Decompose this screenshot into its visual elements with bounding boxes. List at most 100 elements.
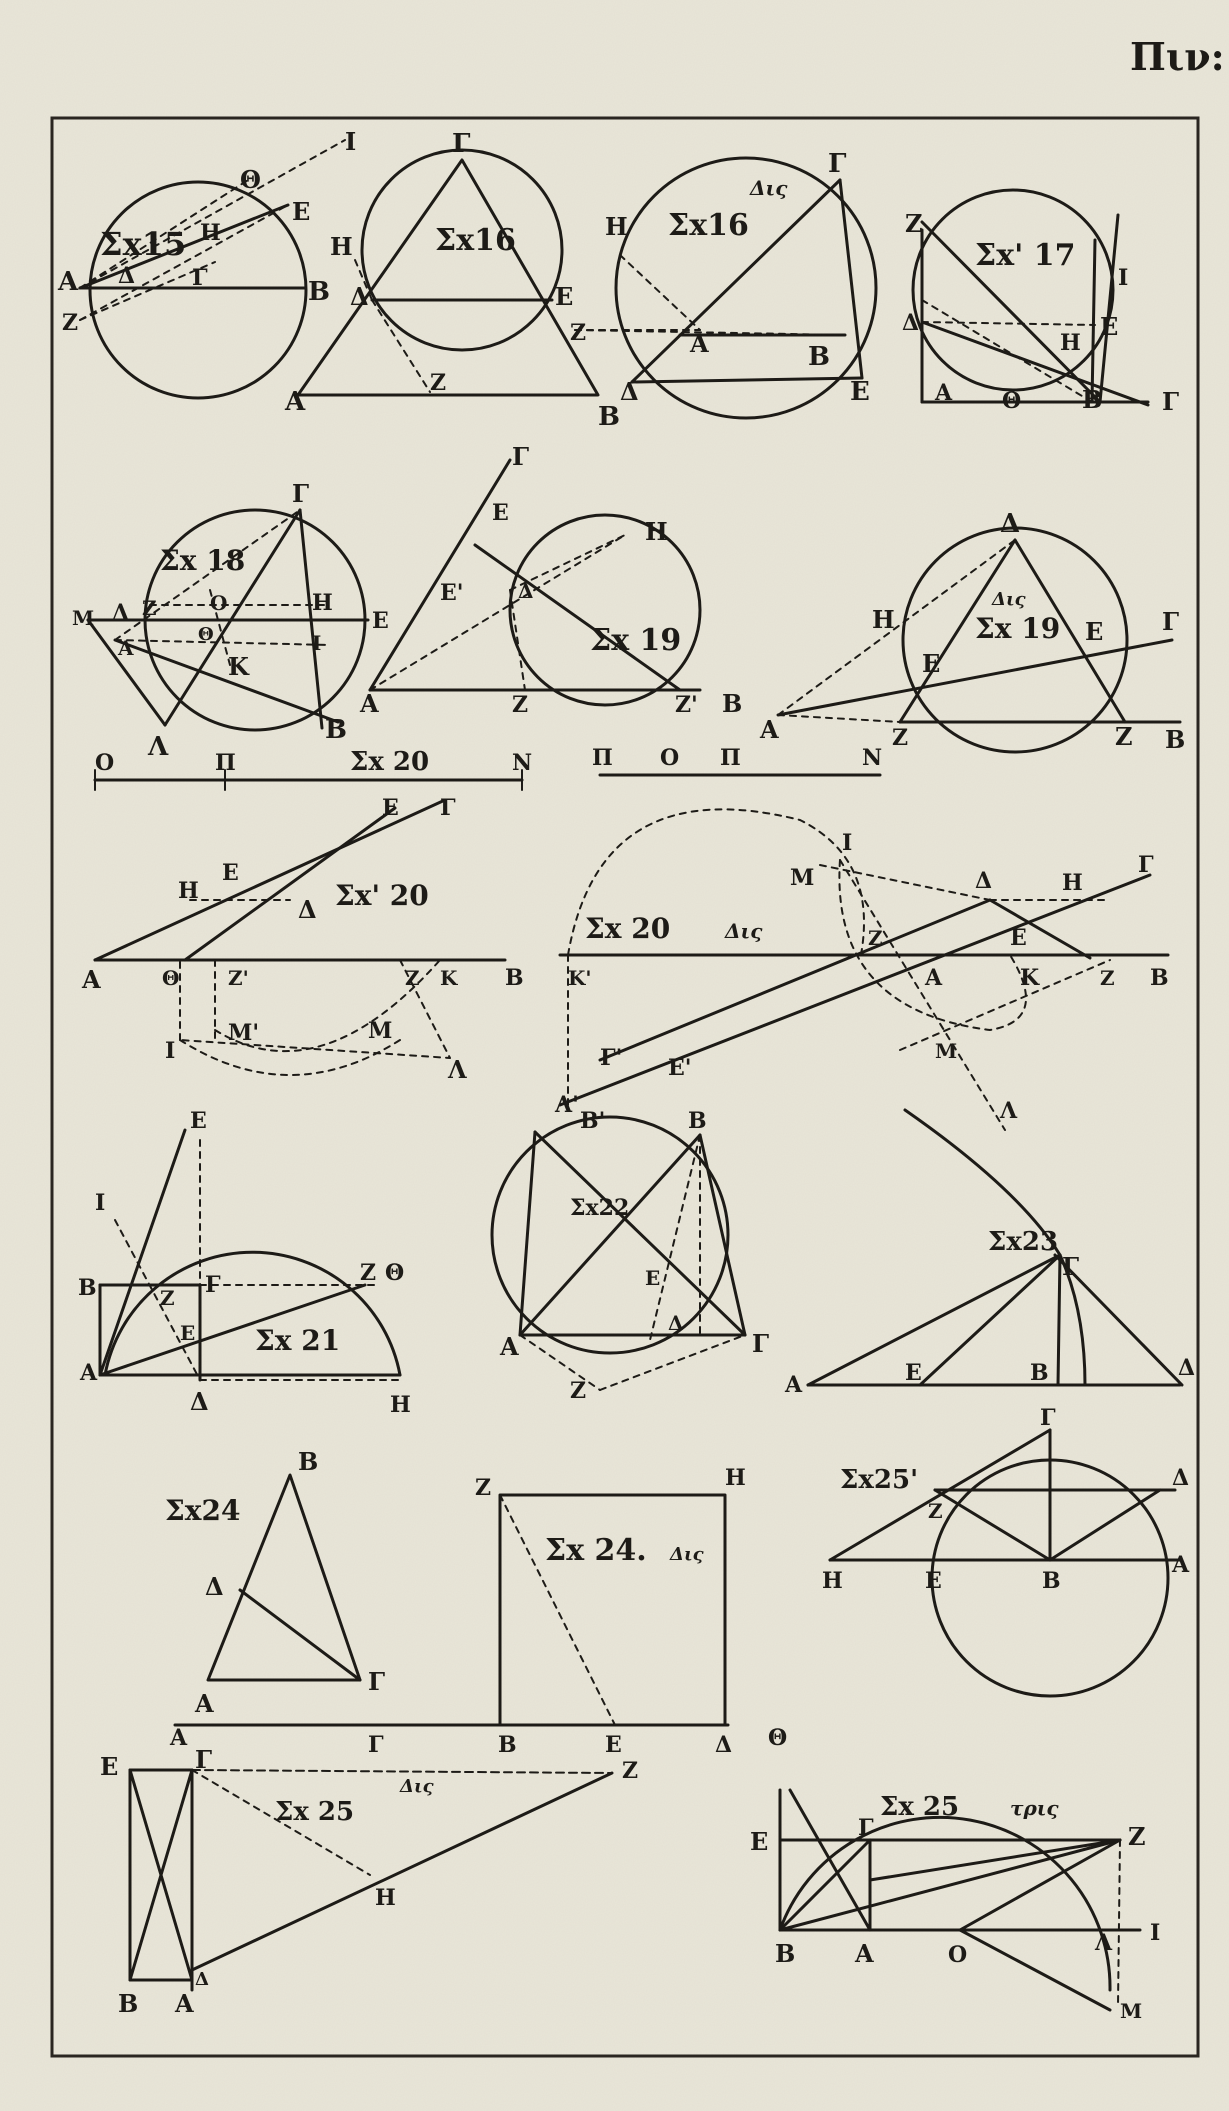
f25c-label: Γ [858,1815,874,1841]
f24b-title: Σx 24. [545,1533,647,1568]
figure-22 [490,1115,747,1391]
f24b-label: E [605,1732,622,1758]
f15-label: B [308,277,330,307]
f24b-label: Δ [715,1732,732,1758]
f15-label: Γ [192,265,208,291]
f20b-label: M [368,1018,392,1044]
f18-label: Λ [147,732,169,762]
f19a-label: E' [440,580,464,606]
f25c-label: A [854,1939,874,1968]
fig17-circle [911,188,1115,392]
f18-label: M [72,606,94,630]
f22-label: E [645,1266,660,1290]
f20c-label: Z [868,926,883,950]
f21-label: A [79,1360,98,1386]
f15-title: Σx15 [100,225,186,263]
f19b-label: H [872,605,895,634]
f25c-label: Λ [1094,1930,1113,1956]
f20b-label: Z [405,966,420,990]
f20c-label: Γ' [600,1045,622,1071]
f25a-label: Z [928,1499,943,1523]
f18-label: K [228,652,250,681]
f20b-label: K [440,966,458,990]
f25b-label: A [174,1989,194,2018]
f25c-label: I [1150,1920,1160,1946]
f16a-label: B [598,402,620,432]
f19b-label: Z [892,725,908,751]
f20a-label: N [512,750,532,776]
f18-label: A [117,636,134,660]
f20a-label: O [95,750,114,776]
f25a-label: Γ [1040,1405,1056,1431]
f25b-title: Σx 25 [275,1797,354,1827]
figure-23 [806,1108,1184,1387]
f22-label: A [499,1332,519,1361]
f20c-label: Δ [975,868,992,894]
f19b-label: A [759,715,779,744]
f20c-label: Λ' [554,1092,579,1118]
f20b-title: Σx' 20 [335,879,429,912]
f15-label: Δ [118,263,135,289]
figure-24-bis [173,1493,730,1727]
f20b-label: Θ [162,966,179,990]
f16a-label: Γ [452,129,471,159]
figure-15 [78,139,346,400]
f20b-label: B [505,965,524,991]
f19a-label: Z [512,692,528,718]
f17-label: Z [905,209,923,238]
f16b-title: Σx16 [668,208,749,243]
f25a-label: B [1042,1568,1061,1594]
f23-label: A [784,1372,803,1398]
f25a-label: H [822,1568,843,1594]
f19b-label: E [1085,617,1103,646]
f25b-label: Γ [195,1745,212,1774]
f18-label: Γ [292,479,309,508]
f20c-label: E [1010,925,1027,951]
f16b-label: Δ [620,377,639,406]
f19b-title: Σx 19 [975,612,1060,645]
f20b-label: E [382,795,399,821]
plate-border [50,116,1200,2058]
f24a-label: B [298,1447,318,1476]
f20c-title: Σx 20 [585,912,670,945]
f23-label: B [1030,1360,1049,1386]
figure-25 [828,1428,1182,1698]
plate-header: Πιν: Γ [1130,34,1229,79]
f19a-label: A [359,689,379,718]
f19a-label: Z' [675,692,698,718]
fig21-semicircle [103,1250,402,1377]
f20a-label: Π [215,750,236,776]
f19a-label: Δ [518,579,534,603]
f25b-label: E [100,1752,118,1781]
figure-21 [98,1128,402,1382]
f21-label: I [95,1190,105,1216]
f15-label: I [345,127,356,156]
f21-label: H [390,1392,411,1418]
f16a-label: H [330,232,353,261]
f20c-label: Λ [999,1098,1018,1124]
f25a-label: Δ [1172,1465,1189,1491]
f16a-label: Z [430,370,446,396]
f25b-label: Z [622,1758,638,1784]
f22-label: Δ [668,1311,684,1335]
f17-title: Σx' 17 [975,238,1075,273]
f18-label: Θ [198,624,214,645]
f20c-label: I [842,830,852,856]
f20c-label: H [1062,870,1083,896]
figure-18 [86,508,370,732]
f20b-label: Λ [447,1055,467,1084]
figure-20-lines [93,769,882,791]
fig25c-arc [778,1815,1112,1992]
f16b-note: Δις [749,176,788,200]
f17-label: Θ [1002,388,1021,414]
figure-labels: Σx15 Θ I E H Γ A Δ Z B Σx16 Γ H Δ E A Z … [57,127,1195,2023]
figure-20-bis [558,808,1170,1131]
f15-label: A [57,267,79,297]
f20b-label: Z' [228,966,249,990]
figure-20-prime [93,798,507,1076]
f16a-label: E [555,282,573,311]
f15-label: H [200,220,221,246]
figure-17 [911,188,1150,407]
f16a-label: Δ [350,282,369,311]
